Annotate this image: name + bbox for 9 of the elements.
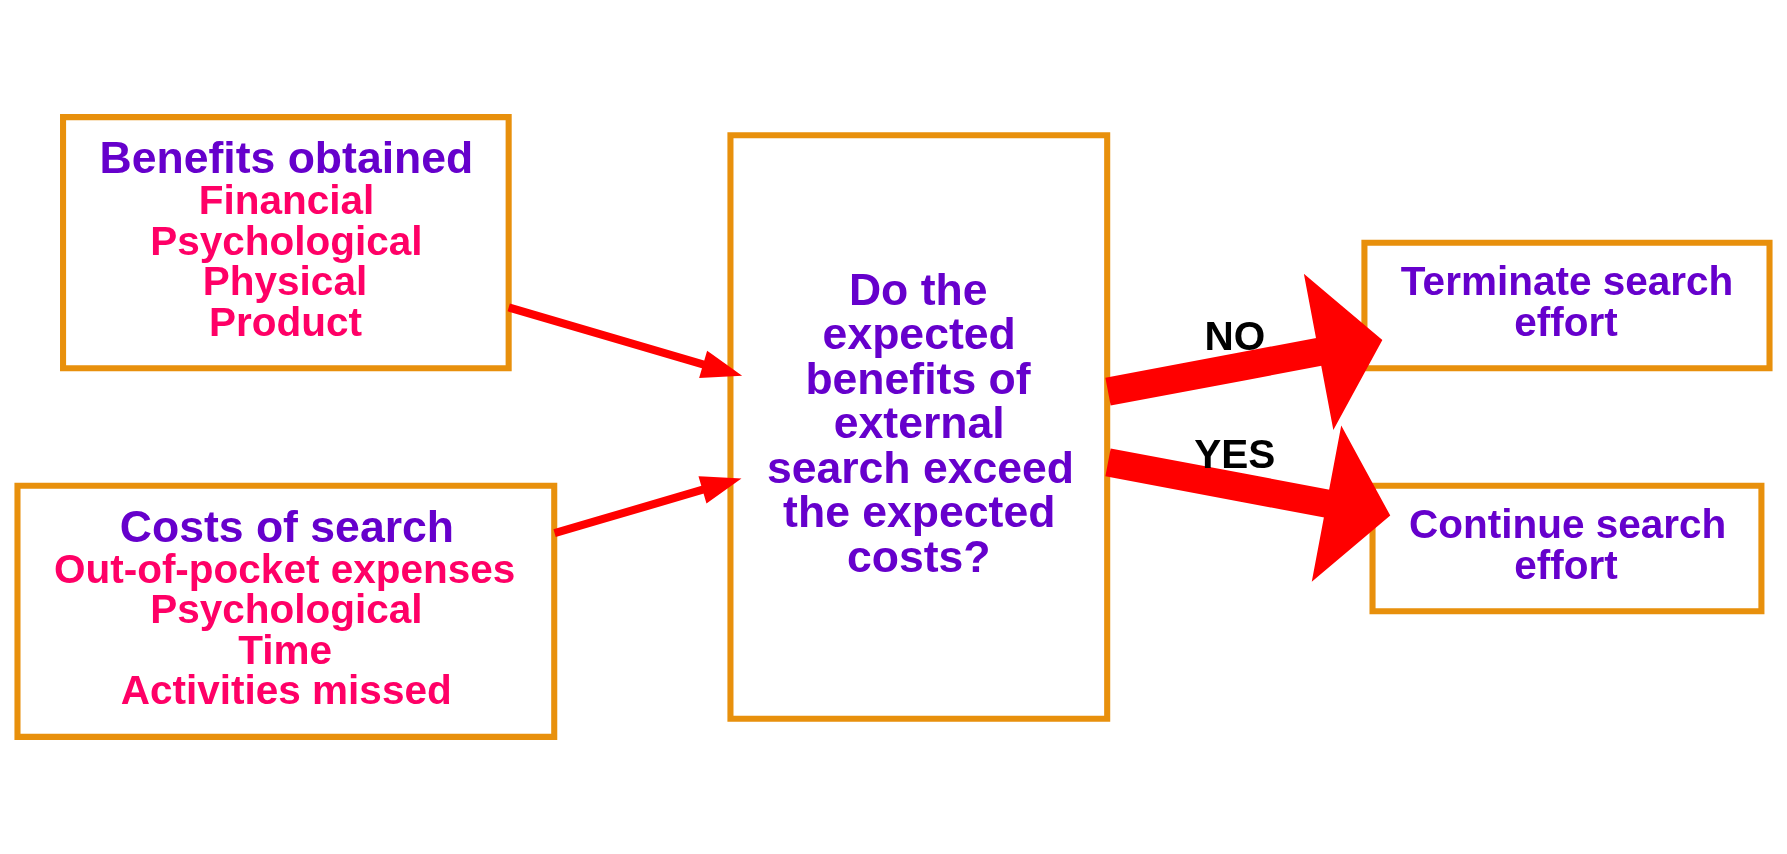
node-box: Do the expected benefits of external search exceed the expected costs? xyxy=(727,132,1111,722)
edge-label: NO xyxy=(1204,313,1266,360)
arrow xyxy=(507,303,743,379)
arrow xyxy=(553,476,742,538)
node-box: Continue search effort xyxy=(1369,482,1765,615)
node-box: Benefits obtained Financial Psychological Physical Product xyxy=(60,114,512,372)
node-box: Terminate search effort xyxy=(1361,239,1773,372)
edge-label: YES xyxy=(1194,430,1276,477)
node-box: Costs of search Out-of-pocket expenses Psychological Time Activities missed xyxy=(14,482,558,740)
